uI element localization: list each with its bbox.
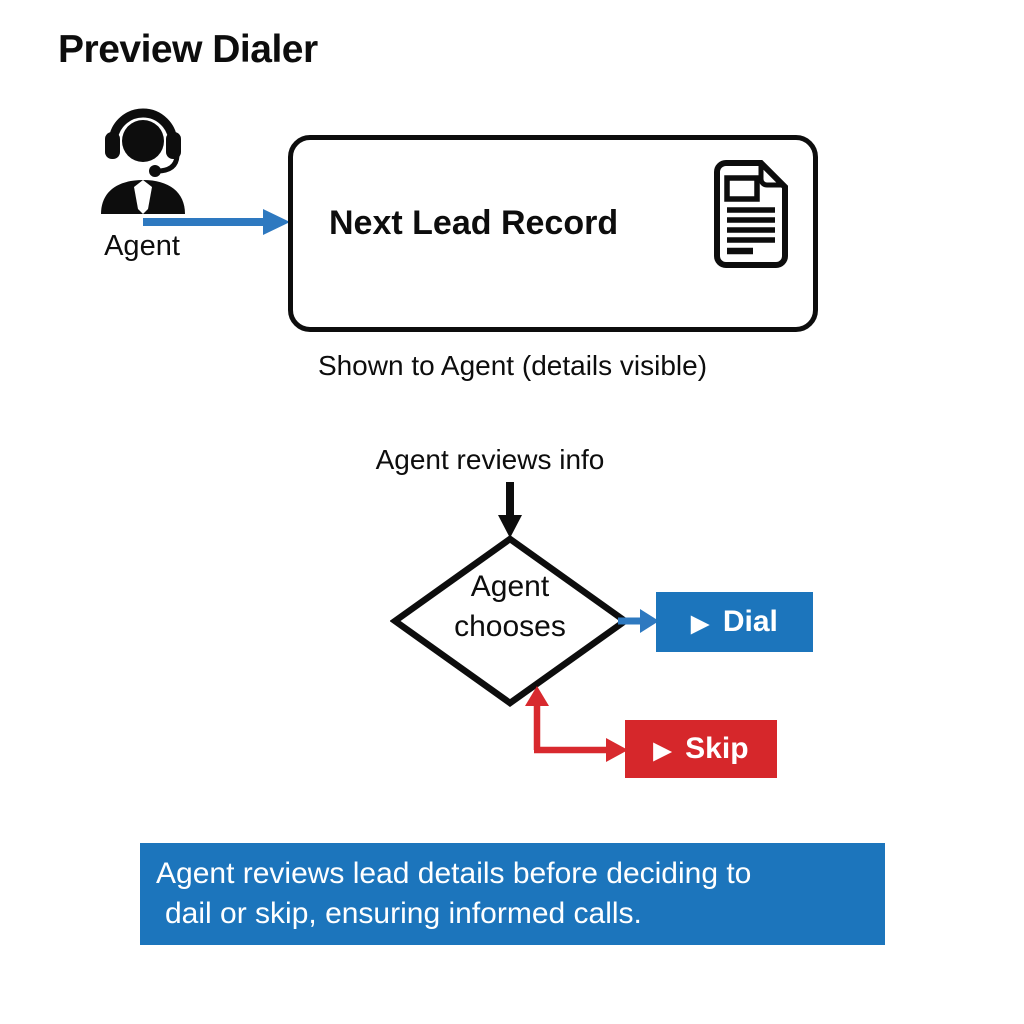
document-icon [709, 158, 793, 270]
decision-label: Agent chooses [390, 567, 630, 647]
decision-diamond [390, 534, 630, 708]
agent-headset-icon [95, 96, 191, 214]
next-lead-record-label: Next Lead Record [329, 204, 619, 242]
arrow-agent-to-box [143, 206, 291, 238]
page-title: Preview Dialer [58, 28, 318, 71]
skip-button[interactable]: ▶ Skip [625, 720, 777, 778]
arrow-to-dial [618, 606, 660, 636]
banner-line1: Agent reviews lead details before decidi… [156, 857, 752, 891]
agent-label: Agent [104, 230, 180, 262]
box-caption: Shown to Agent (details visible) [317, 350, 708, 381]
dial-button-label: Dial [722, 605, 778, 638]
review-info-label: Agent reviews info [375, 444, 605, 475]
skip-button-label: Skip [685, 732, 749, 765]
banner-line2: dail or skip, ensuring informed calls. [165, 897, 642, 930]
summary-banner: Agent reviews lead details before decidi… [140, 843, 885, 945]
dial-button[interactable]: ▶ Dial [656, 592, 813, 652]
decision-line1: Agent [470, 570, 550, 603]
arrow-down-icon [495, 482, 525, 538]
decision-line2: chooses [454, 609, 566, 643]
arrow-to-skip [520, 684, 632, 768]
play-icon: ▶ [691, 609, 709, 636]
next-lead-record-box: Next Lead Record [288, 135, 818, 332]
play-icon: ▶ [653, 736, 672, 763]
